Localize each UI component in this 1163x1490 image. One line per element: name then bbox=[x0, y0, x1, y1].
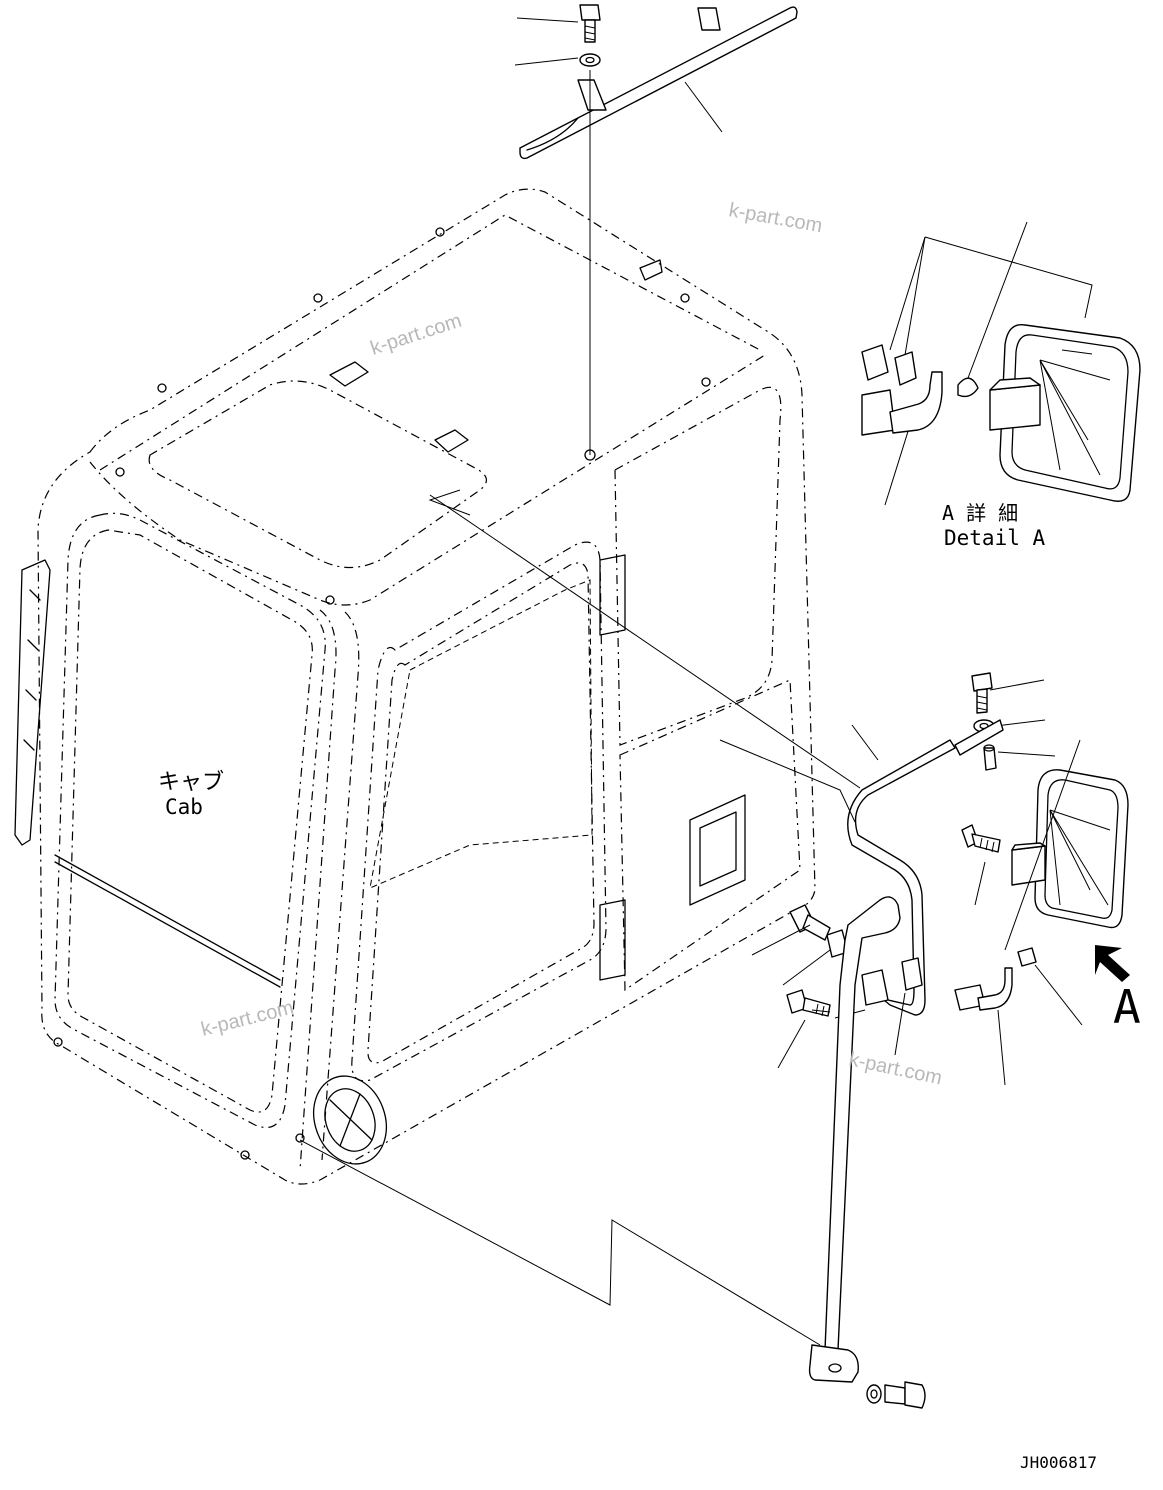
cab-label-en: Cab bbox=[165, 795, 203, 819]
view-arrow bbox=[1095, 945, 1130, 982]
detail-label-en: Detail A bbox=[944, 526, 1046, 550]
drawing-number: JH006817 bbox=[1020, 1453, 1097, 1472]
detail-label-jp: A 詳 細 bbox=[942, 501, 1018, 525]
watermark: k-part.com bbox=[199, 997, 296, 1041]
top-handrail bbox=[519, 6, 798, 160]
top-washer bbox=[514, 53, 601, 67]
view-arrow-label: A bbox=[1113, 980, 1141, 1034]
roof-bolts bbox=[53, 227, 711, 1160]
top-bolt bbox=[516, 4, 601, 43]
cab-body bbox=[14, 188, 816, 1185]
detail-a bbox=[861, 221, 1141, 506]
mirror-assembly bbox=[299, 489, 1130, 1409]
watermark: k-part.com bbox=[727, 199, 824, 237]
watermark: k-part.com bbox=[368, 310, 465, 360]
cab-label-jp: キャブ bbox=[158, 770, 224, 795]
